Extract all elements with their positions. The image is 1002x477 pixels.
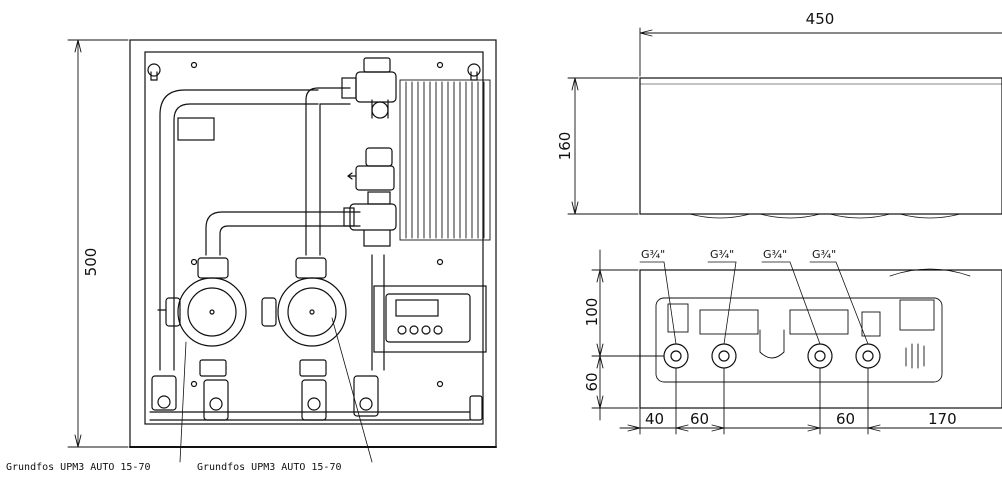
pipe-right xyxy=(371,254,385,371)
bottom-fittings xyxy=(667,299,935,369)
ball-valve-row xyxy=(149,375,483,421)
thread-label-1: G¾" xyxy=(641,248,665,261)
dim-160-label: 160 xyxy=(556,132,574,161)
dim-60a-label: 60 xyxy=(690,410,709,428)
connector-icon xyxy=(663,343,881,369)
valve-icon xyxy=(341,57,397,119)
dim-horizontal-bottom xyxy=(619,367,1002,435)
thread-leaders xyxy=(639,261,869,345)
thermometer-icon xyxy=(347,147,395,205)
thread-label-2: G¾" xyxy=(710,248,734,261)
cabinet-inner xyxy=(144,51,484,425)
dim-500-label: 500 xyxy=(82,248,100,277)
bottom-view: G¾" G¾" G¾" G¾" 100 60 40 60 60 170 xyxy=(583,248,1002,435)
thread-label-3: G¾" xyxy=(763,248,787,261)
pipe-crossover xyxy=(205,211,361,256)
pump-icon xyxy=(157,257,247,377)
front-view: 500 Grundfos UPM3 AUTO 15-70 Grundfos UP… xyxy=(6,39,497,473)
dim-100-label: 100 xyxy=(583,298,601,327)
dim-60b-label: 60 xyxy=(836,410,855,428)
dim-450-label: 450 xyxy=(806,10,835,28)
dim-170-label: 170 xyxy=(928,410,957,428)
top-view-body xyxy=(639,77,1002,215)
pump-label-2: Grundfos UPM3 AUTO 15-70 xyxy=(197,462,342,473)
heat-exchanger-icon xyxy=(399,79,491,241)
keyhole-icon xyxy=(147,63,481,81)
dim-vertical-bottom xyxy=(591,249,665,421)
pipe-left xyxy=(159,89,319,371)
top-view: 450 160 xyxy=(556,10,1002,219)
pipe-centre xyxy=(305,87,351,256)
thread-label-4: G¾" xyxy=(812,248,836,261)
controller-icon xyxy=(373,285,487,353)
dim-40-label: 40 xyxy=(645,410,664,428)
bottom-view-body xyxy=(639,269,1002,409)
pump-leader-lines xyxy=(179,317,373,463)
valve-icon xyxy=(343,203,397,247)
dim-height xyxy=(67,39,129,448)
pump-label-1: Grundfos UPM3 AUTO 15-70 xyxy=(6,462,151,473)
pump-icon xyxy=(261,257,347,377)
dim-60-vertical-label: 60 xyxy=(583,372,601,391)
